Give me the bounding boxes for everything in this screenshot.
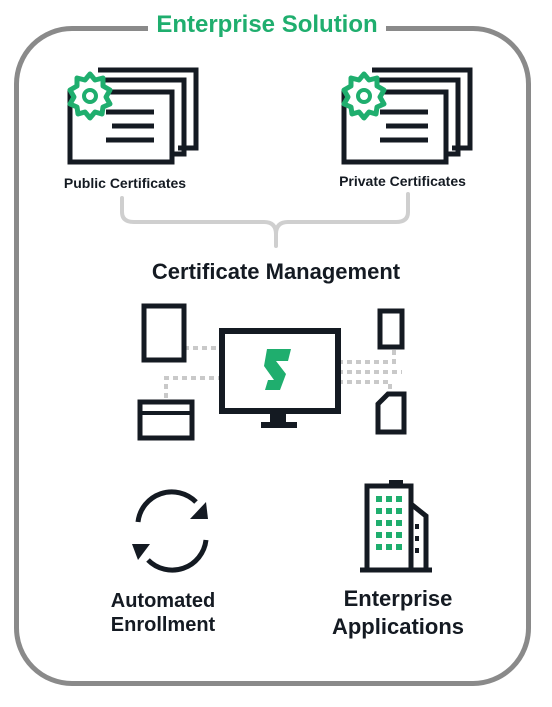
sync-arrows-icon — [132, 489, 209, 573]
automated-enrollment-label: Automated Enrollment — [88, 589, 238, 637]
private-certificates-label: Private Certificates — [339, 173, 466, 189]
dotted-connectors — [164, 346, 402, 398]
office-building-icon — [360, 480, 432, 573]
certificate-management-label: Certificate Management — [151, 259, 401, 284]
enterprise-applications-label: Enterprise Applications — [318, 585, 478, 641]
phone-icon — [377, 308, 405, 350]
tablet-icon — [141, 303, 187, 363]
monitor-icon — [219, 328, 341, 428]
logo-icon — [264, 349, 291, 390]
bracket-connector — [120, 192, 410, 248]
automated-enrollment-line-1: Automated — [110, 590, 216, 612]
enterprise-applications-line-1: Enterprise — [343, 586, 453, 611]
diagram-title: Enterprise Solution — [148, 8, 386, 42]
enterprise-applications-line-2: Applications — [331, 614, 464, 639]
private-certificates-icon — [341, 67, 473, 165]
browser-window-icon — [137, 399, 195, 441]
automated-enrollment-line-2: Enrollment — [110, 614, 216, 636]
document-icon — [375, 391, 407, 435]
public-certificates-label: Public Certificates — [63, 175, 187, 191]
public-certificates-icon — [67, 67, 199, 165]
